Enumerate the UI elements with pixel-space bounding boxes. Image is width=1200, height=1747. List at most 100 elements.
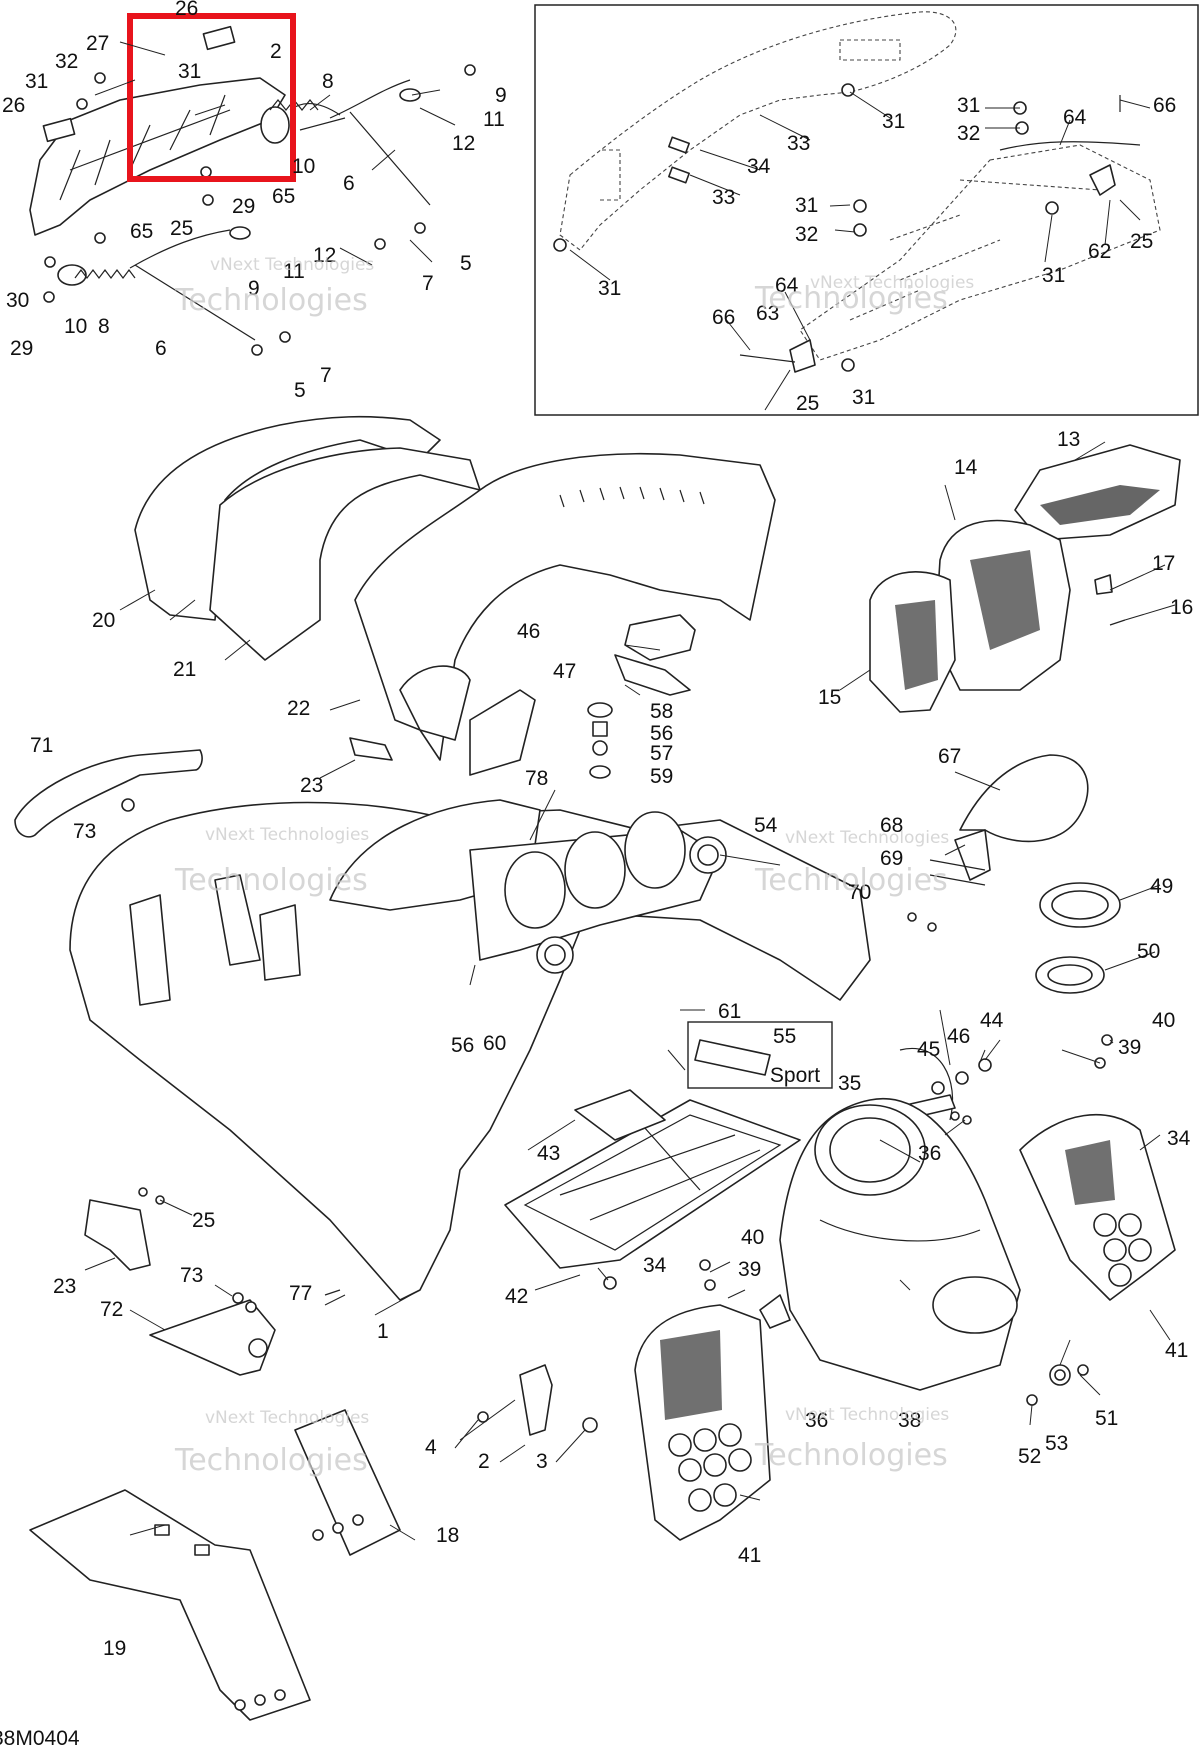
callout-42: 39 [738,1258,761,1281]
callout-39: 36 [918,1142,941,1165]
watermark-text: Technologies [754,1438,948,1473]
callout-23: 23 [300,774,323,797]
callout-76: 73 [180,1264,203,1287]
callout-33: 32 [795,223,818,246]
callout-28: 27 [86,32,109,55]
callout-5: 5 [294,379,306,402]
callout-45: 42 [505,1285,528,1308]
callout-44: 41 [738,1544,761,1567]
watermark-text: Technologies [174,863,368,898]
callout-10: 10 [64,315,87,338]
callout-11: 11 [483,108,505,131]
watermark-text: vNext Technologies [210,255,374,275]
watermarks: vNext Technologies Technologies vNext Te… [174,255,974,1478]
watermark-text: vNext Technologies [205,1408,369,1428]
watermark-text: vNext Technologies [785,828,949,848]
callout-67: 64 [1063,106,1087,129]
callout-32: 31 [852,386,875,409]
storage-tray [504,1089,801,1290]
callout-43: 40 [1152,1009,1175,1032]
callout-38: 35 [838,1072,861,1095]
callout-35: 34 [747,155,771,178]
callout-69: 66 [1153,94,1176,117]
callout-20: 20 [92,609,115,632]
callout-19: 19 [103,1637,126,1660]
callout-40: 36 [805,1409,828,1432]
callout-15: 15 [818,686,841,709]
callout-44: 41 [1165,1339,1188,1362]
callout-58: 55 [773,1025,796,1048]
callout-73: 70 [848,881,871,904]
callout-72: 69 [880,847,903,870]
intake-grilles [869,444,1181,713]
callout-70: 67 [938,745,961,768]
callout-17: 17 [1152,552,1175,575]
center-small-parts [349,614,696,779]
callout-32: 31 [178,60,201,83]
figure-code: 38M0404 [0,1727,80,1747]
callout-47: 44 [980,1009,1004,1032]
callout-32: 31 [598,277,621,300]
steering-assembly [29,25,476,356]
callout-54: 51 [1095,1407,1118,1430]
brackets-left [14,749,1089,932]
callout-50: 46 [517,620,540,643]
callout-12: 12 [452,132,475,155]
callout-2: 2 [478,1450,490,1473]
callout-32: 31 [882,110,905,133]
watermark-text: vNext Technologies [205,825,369,845]
callout-labels: 26 27 32 31 31 2 26 8 9 11 12 10 6 65 29… [2,0,1193,1660]
callout-31: 30 [6,289,29,312]
callout-55: 52 [1018,1445,1041,1468]
callout-33: 32 [957,122,980,145]
callout-26: 25 [192,1209,215,1232]
callout-34: 33 [787,132,810,155]
callout-51: 47 [553,660,576,683]
callout-2: 2 [270,40,282,63]
decal-box: Sport [687,1021,833,1089]
callout-7: 7 [422,272,434,295]
callout-37: 34 [1167,1127,1191,1150]
side-panels [134,415,776,761]
callout-29: 25 [1130,230,1153,253]
callout-60: 57 [650,742,673,765]
callout-27: 26 [175,0,198,20]
callout-27: 26 [2,94,25,117]
callout-61: 58 [650,700,673,723]
callout-30: 29 [232,195,255,218]
callout-66: 63 [756,302,779,325]
callout-77: 77 [289,1282,312,1305]
callout-52: 49 [1150,875,1173,898]
gauge-rings [1035,882,1121,994]
callout-12: 12 [313,244,336,267]
callout-78: 78 [525,767,548,790]
callout-62: 59 [650,765,673,788]
callout-59: 56 [451,1034,474,1057]
callout-74: 71 [30,734,53,757]
watermark-text: Technologies [754,281,948,316]
callout-41: 38 [898,1409,921,1432]
watermark-text: Technologies [174,1443,368,1478]
callout-9: 9 [495,84,507,107]
inset-frame [534,4,1199,416]
callout-10: 10 [292,155,315,178]
callout-69: 66 [712,306,735,329]
callout-57: 54 [754,814,778,837]
callout-32: 31 [795,194,818,217]
callout-21: 21 [173,658,196,681]
callout-32: 31 [25,70,48,93]
main-hood [69,799,954,1301]
callout-63: 60 [483,1032,506,1055]
callout-71: 68 [880,814,903,837]
callout-75: 72 [100,1298,123,1321]
callout-65: 62 [1088,240,1111,263]
callout-64: 61 [718,1000,741,1023]
callout-49: 46 [947,1025,970,1048]
callout-68: 65 [272,185,295,208]
callout-16: 16 [1170,596,1193,619]
callout-5: 5 [460,252,472,275]
callout-9: 9 [248,277,260,300]
callout-11: 11 [283,260,305,283]
callout-46: 43 [537,1142,560,1165]
